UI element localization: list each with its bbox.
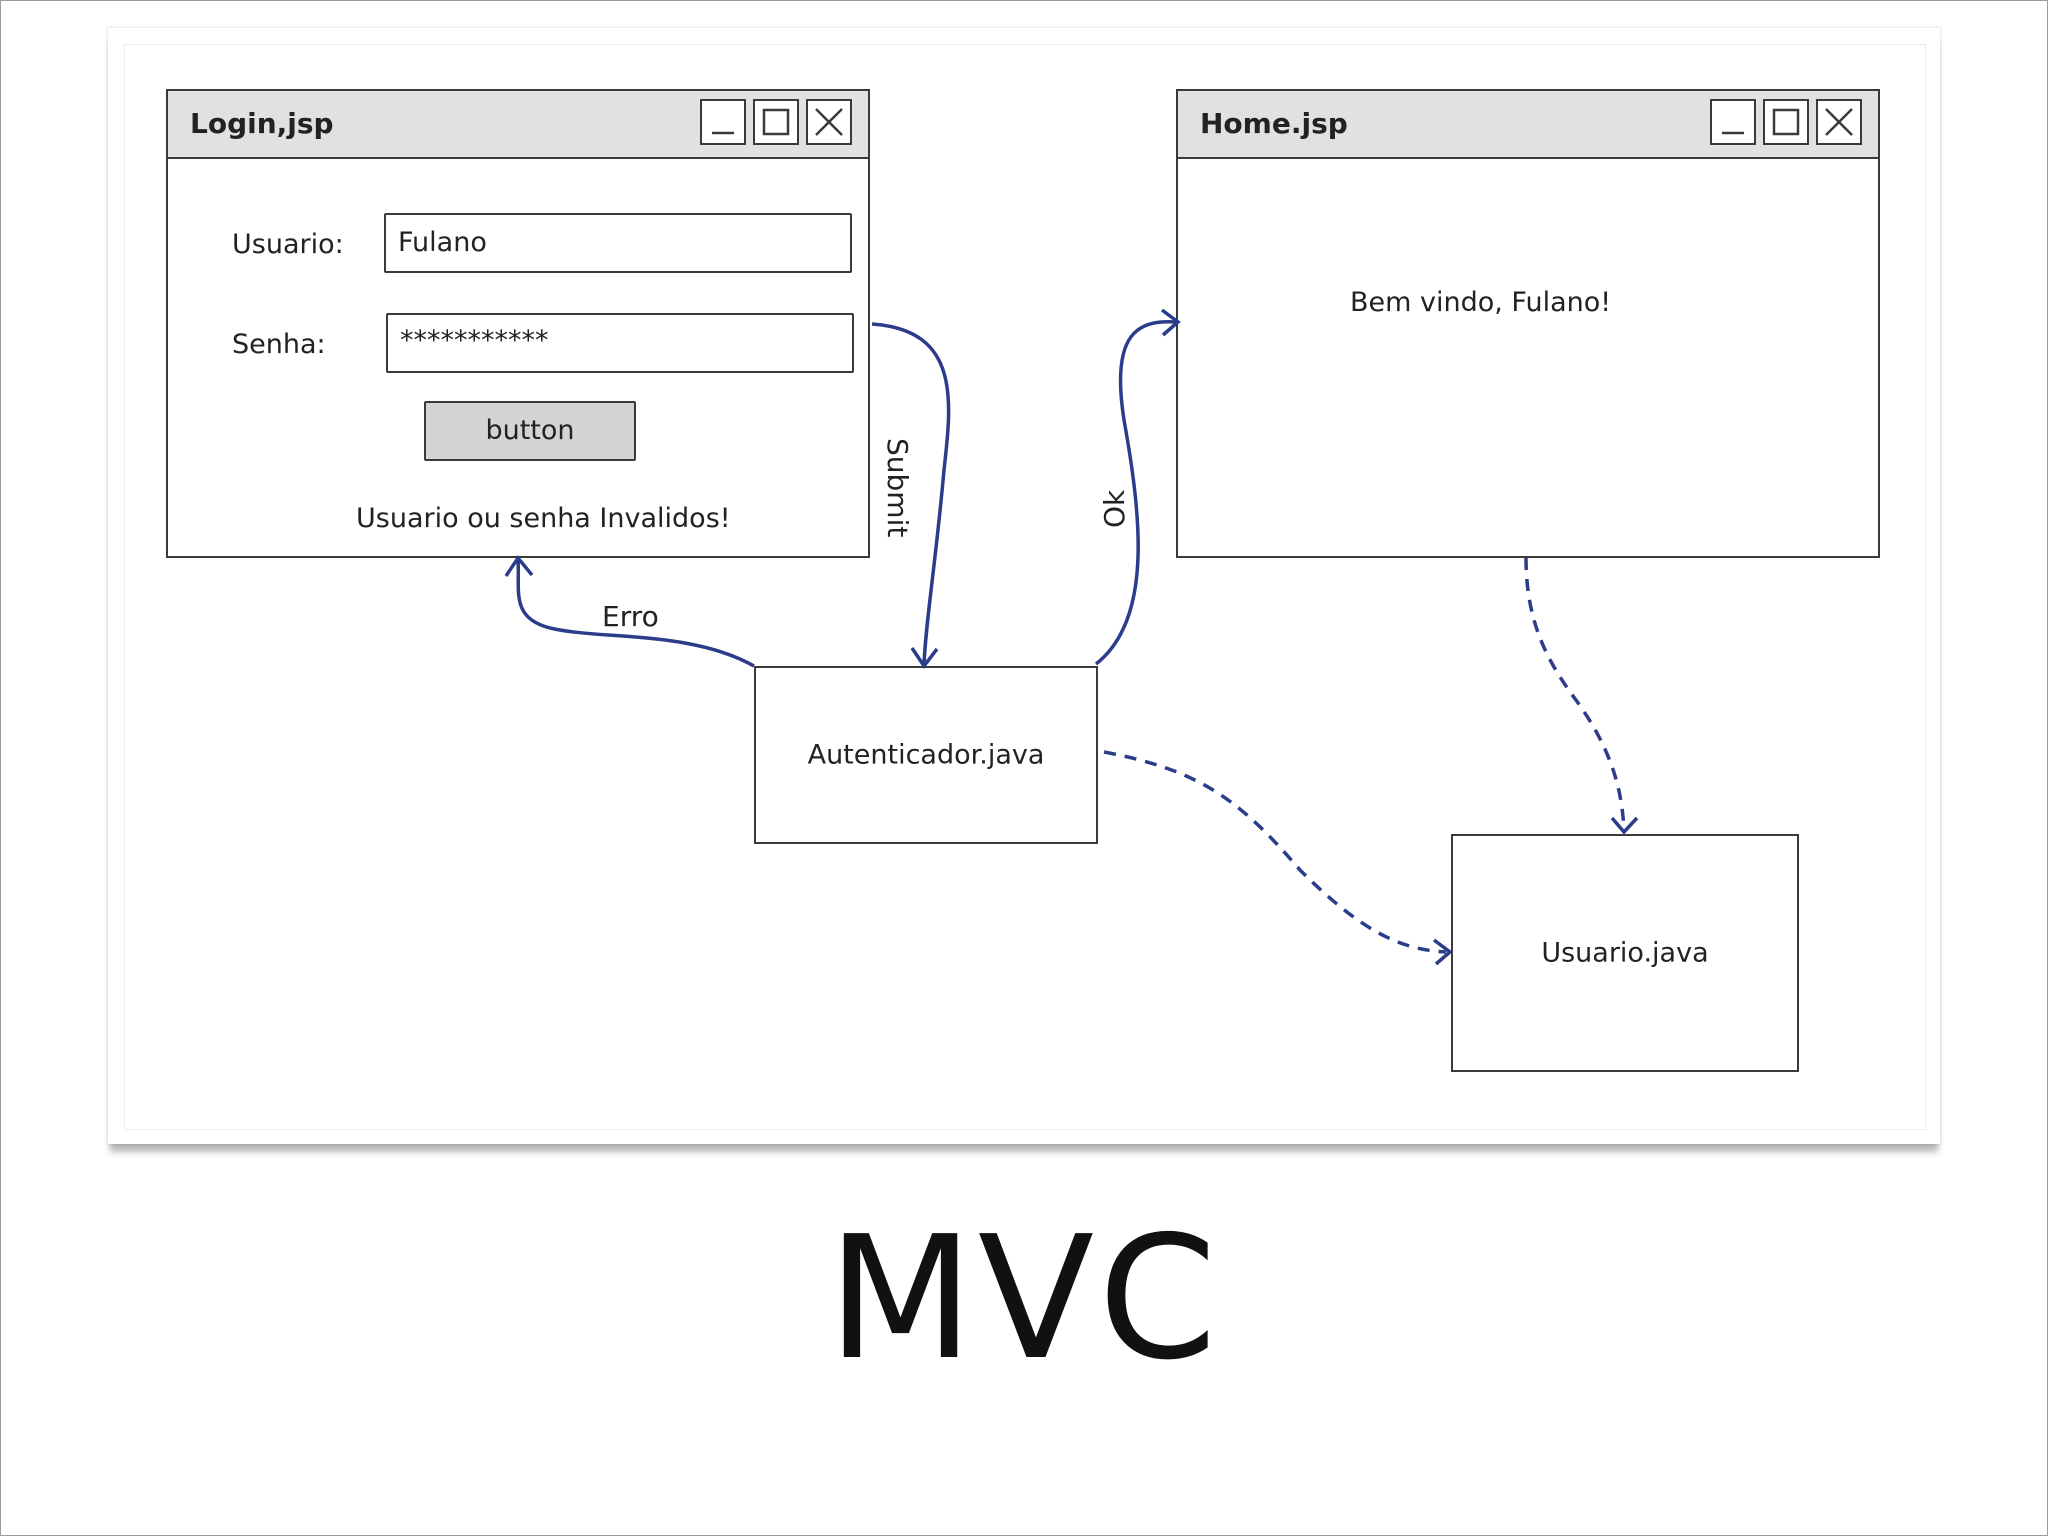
login-button[interactable]: button <box>424 401 636 461</box>
submit-arrow <box>871 322 951 665</box>
usuario-node: Usuario.java <box>1451 834 1799 1072</box>
minimize-icon[interactable] <box>700 99 746 145</box>
login-window-titlebar: Login,jsp <box>168 91 868 159</box>
ok-edge-label: Ok <box>1098 489 1131 528</box>
maximize-icon[interactable] <box>1763 99 1809 145</box>
login-window-title: Login,jsp <box>190 107 334 140</box>
minimize-icon[interactable] <box>1710 99 1756 145</box>
usuario-label: Usuario: <box>232 229 344 260</box>
submit-edge-label: Submit <box>881 438 914 538</box>
senha-field-value: *********** <box>400 325 549 356</box>
submit-arrowhead <box>910 647 939 670</box>
ok-arrow <box>1094 320 1177 666</box>
autenticador-usuario-dashed-arrow <box>1103 750 1447 954</box>
home-usuario-dashed-arrow <box>1524 557 1626 831</box>
ok-arrowhead <box>1160 308 1181 337</box>
erro-edge-label: Erro <box>602 600 659 633</box>
home-window: Home.jsp Bem vindo, Fulano! <box>1176 89 1880 558</box>
senha-label: Senha: <box>232 329 326 360</box>
maximize-icon[interactable] <box>753 99 799 145</box>
home-window-title: Home.jsp <box>1200 107 1348 140</box>
erro-arrow <box>516 559 755 668</box>
welcome-message: Bem vindo, Fulano! <box>1350 287 1612 318</box>
erro-arrowhead <box>504 555 534 577</box>
home-window-titlebar: Home.jsp <box>1178 91 1878 159</box>
home-usuario-arrowhead <box>1610 816 1639 835</box>
close-icon[interactable] <box>1816 99 1862 145</box>
senha-field[interactable]: *********** <box>386 313 854 373</box>
usuario-node-label: Usuario.java <box>1541 937 1709 969</box>
error-message: Usuario ou senha Invalidos! <box>356 503 731 534</box>
slide-title: MVC <box>827 1200 1221 1398</box>
autenticador-label: Autenticador.java <box>807 739 1045 771</box>
usuario-field[interactable]: Fulano <box>384 213 852 273</box>
close-icon[interactable] <box>806 99 852 145</box>
autenticador-usuario-arrowhead <box>1432 938 1453 966</box>
autenticador-node: Autenticador.java <box>754 666 1098 844</box>
usuario-field-value: Fulano <box>398 227 487 258</box>
